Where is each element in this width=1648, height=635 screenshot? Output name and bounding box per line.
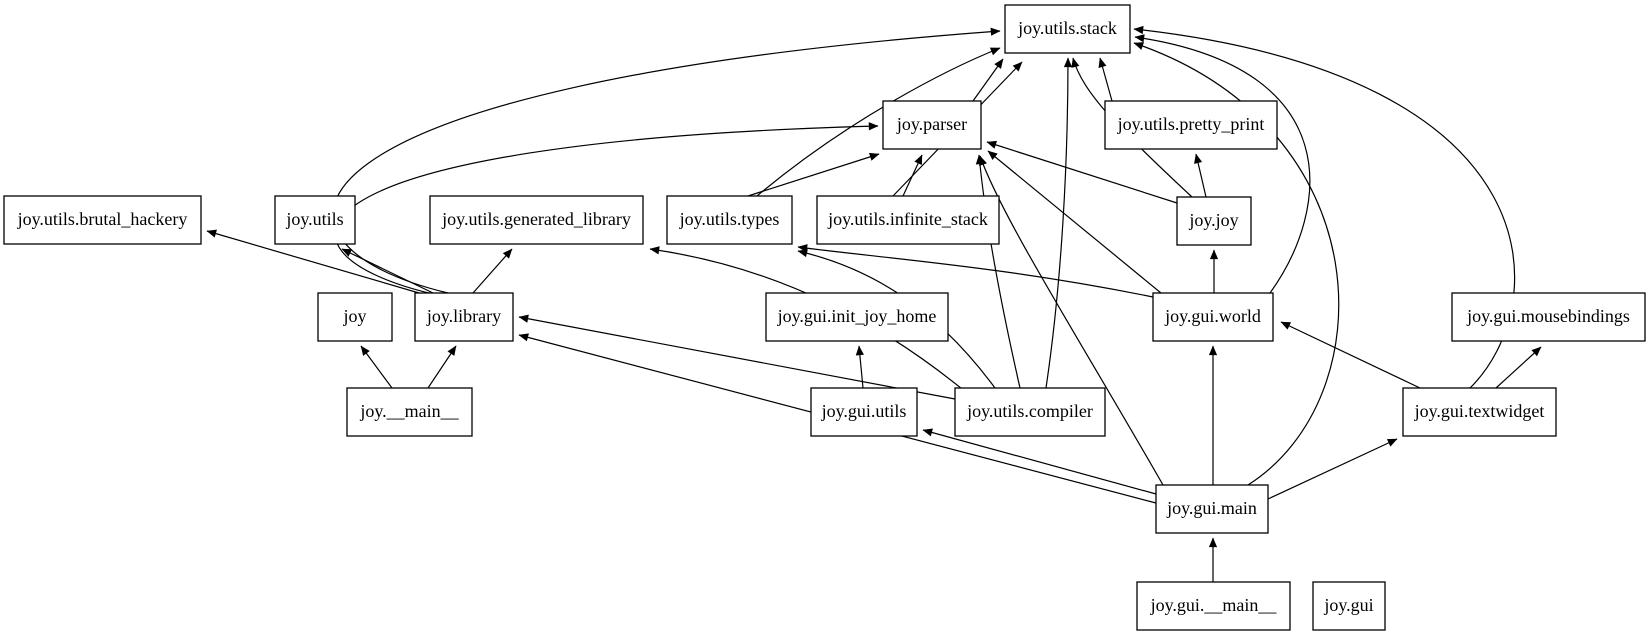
node-guimain: joy.gui.main bbox=[1155, 484, 1269, 534]
node-box-types bbox=[666, 195, 793, 245]
node-box-genlib bbox=[429, 195, 644, 245]
node-label-infstack: joy.utils.infinite_stack bbox=[827, 209, 988, 229]
node-label-library: joy.library bbox=[426, 306, 501, 326]
edge-guimain-to-stack bbox=[1133, 42, 1340, 486]
edge-world-to-stack bbox=[1134, 34, 1311, 294]
node-box-brutal bbox=[3, 195, 202, 245]
edge-library-to-brutal bbox=[206, 229, 420, 294]
edge-library-to-stack bbox=[332, 27, 1001, 294]
node-label-types: joy.utils.types bbox=[679, 209, 780, 229]
node-box-guimainmain bbox=[1136, 581, 1291, 631]
node-label-mouse: joy.gui.mousebindings bbox=[1466, 306, 1630, 326]
node-joyjoy: joy.joy bbox=[1176, 196, 1252, 246]
edge-joymain-to-joy bbox=[360, 345, 393, 389]
node-box-joyjoy bbox=[1176, 196, 1252, 246]
node-utils: joy.utils bbox=[274, 195, 356, 245]
edge-compiler-to-genlib bbox=[649, 246, 963, 390]
edge-types-to-parser bbox=[747, 152, 880, 197]
edge-textwidget-to-stack bbox=[1133, 25, 1516, 389]
node-box-stack bbox=[1004, 4, 1131, 54]
edge-guimain-to-textwidget bbox=[1267, 438, 1398, 500]
edge-joyjoy-to-parser bbox=[986, 140, 1178, 204]
node-label-guimain: joy.gui.main bbox=[1166, 498, 1257, 518]
edge-guiutils-to-inithome bbox=[855, 345, 864, 389]
node-label-brutal: joy.utils.brutal_hackery bbox=[17, 209, 188, 229]
node-world: joy.gui.world bbox=[1152, 292, 1274, 342]
node-box-joymain bbox=[346, 387, 473, 437]
edge-textwidget-to-world bbox=[1280, 321, 1421, 389]
nodes-layer: joy.utils.stack joy.parser joy.utils.prett… bbox=[3, 4, 1646, 631]
node-infstack: joy.utils.infinite_stack bbox=[816, 195, 1000, 245]
node-joy: joy bbox=[317, 292, 393, 342]
node-inithome: joy.gui.init_joy_home bbox=[765, 292, 949, 342]
node-box-textwidget bbox=[1402, 387, 1557, 437]
edge-library-to-genlib bbox=[472, 248, 513, 294]
edge-pretty-to-stack bbox=[1098, 57, 1113, 102]
node-stack: joy.utils.stack bbox=[1004, 4, 1131, 54]
node-label-inithome: joy.gui.init_joy_home bbox=[777, 306, 937, 326]
node-label-textwidget: joy.gui.textwidget bbox=[1414, 401, 1545, 421]
node-label-guimainmain: joy.gui.__main__ bbox=[1150, 595, 1278, 615]
edge-compiler-to-library bbox=[518, 314, 956, 400]
node-brutal: joy.utils.brutal_hackery bbox=[3, 195, 202, 245]
node-label-parser: joy.parser bbox=[896, 114, 967, 134]
node-label-pretty: joy.utils.pretty_print bbox=[1117, 114, 1265, 134]
edge-guimain-to-parser bbox=[979, 155, 1164, 486]
node-box-mouse bbox=[1451, 292, 1646, 342]
node-library: joy.library bbox=[414, 292, 514, 342]
edge-world-to-parser bbox=[987, 150, 1162, 294]
node-joygui: joy.gui bbox=[1312, 581, 1386, 631]
edge-compiler-to-types bbox=[797, 249, 996, 389]
node-box-compiler bbox=[954, 387, 1106, 437]
node-box-joy bbox=[317, 292, 393, 342]
node-box-library bbox=[414, 292, 514, 342]
edge-parser-to-stack bbox=[972, 58, 1004, 102]
node-box-joygui bbox=[1312, 581, 1386, 631]
node-guimainmain: joy.gui.__main__ bbox=[1136, 581, 1291, 631]
node-box-utils bbox=[274, 195, 356, 245]
node-guiutils: joy.gui.utils bbox=[810, 387, 918, 437]
edge-compiler-to-parser bbox=[975, 154, 1021, 389]
node-box-pretty bbox=[1104, 100, 1278, 150]
node-textwidget: joy.gui.textwidget bbox=[1402, 387, 1557, 437]
edge-joymain-to-library bbox=[427, 345, 457, 389]
node-compiler: joy.utils.compiler bbox=[954, 387, 1106, 437]
node-label-utils: joy.utils bbox=[285, 209, 343, 229]
node-genlib: joy.utils.generated_library bbox=[429, 195, 644, 245]
edge-library-to-utils bbox=[341, 248, 434, 294]
node-mouse: joy.gui.mousebindings bbox=[1451, 292, 1646, 342]
node-pretty: joy.utils.pretty_print bbox=[1104, 100, 1278, 150]
edges-layer bbox=[206, 25, 1542, 582]
edge-guimain-to-guiutils bbox=[922, 428, 1157, 495]
edge-types-to-stack bbox=[756, 47, 1001, 197]
node-label-stack: joy.utils.stack bbox=[1017, 18, 1117, 38]
node-box-guiutils bbox=[810, 387, 918, 437]
node-box-inithome bbox=[765, 292, 949, 342]
edge-textwidget-to-mouse bbox=[1495, 346, 1542, 389]
node-box-world bbox=[1152, 292, 1274, 342]
node-label-joygui: joy.gui bbox=[1323, 595, 1373, 615]
edge-world-to-types bbox=[797, 244, 1154, 298]
node-label-world: joy.gui.world bbox=[1164, 306, 1261, 326]
node-label-joyjoy: joy.joy bbox=[1188, 210, 1238, 230]
node-joymain: joy.__main__ bbox=[346, 387, 473, 437]
node-label-genlib: joy.utils.generated_library bbox=[441, 209, 631, 229]
node-box-infstack bbox=[816, 195, 1000, 245]
edge-joyjoy-to-pretty bbox=[1194, 153, 1207, 198]
node-types: joy.utils.types bbox=[666, 195, 793, 245]
edge-compiler-to-stack bbox=[1045, 57, 1073, 389]
node-box-parser bbox=[882, 100, 982, 150]
node-label-guiutils: joy.gui.utils bbox=[821, 401, 907, 421]
node-box-guimain bbox=[1155, 484, 1269, 534]
node-label-joymain: joy.__main__ bbox=[359, 401, 459, 421]
node-parser: joy.parser bbox=[882, 100, 982, 150]
edge-library-to-parser bbox=[334, 122, 879, 295]
node-label-joy: joy bbox=[342, 306, 366, 326]
node-label-compiler: joy.utils.compiler bbox=[966, 401, 1093, 421]
